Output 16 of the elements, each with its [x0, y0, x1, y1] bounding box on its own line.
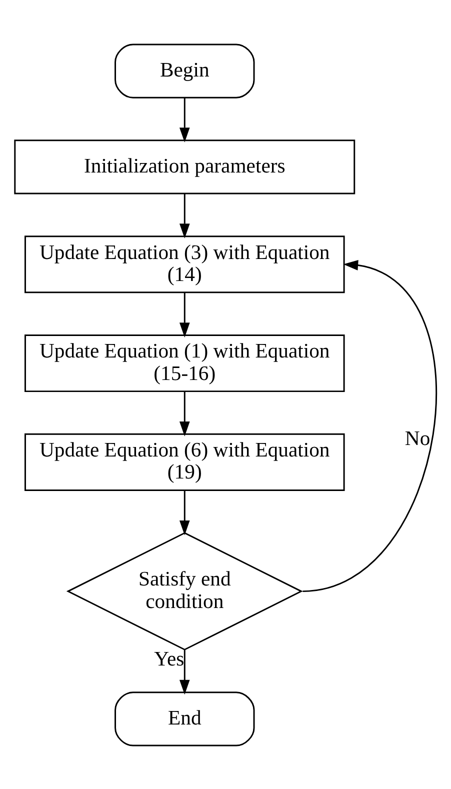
arrow	[178, 97, 190, 142]
arrow	[178, 650, 190, 694]
node-box: Update Equation (3) with Equation (14)	[24, 235, 344, 293]
node-box: Begin	[114, 43, 254, 98]
node-box: Initialization parameters	[14, 139, 355, 194]
node-box: End	[114, 691, 254, 746]
node-diamond: Satisfy end condition	[66, 532, 302, 650]
edge-label: Yes	[154, 648, 184, 670]
node-box: Update Equation (1) with Equation (15-16)	[24, 334, 344, 392]
arrow	[178, 193, 190, 238]
arrow	[178, 292, 190, 337]
edge-label: No	[404, 427, 430, 450]
node-box: Update Equation (6) with Equation (19)	[24, 432, 344, 490]
arrow	[302, 260, 437, 592]
arrow	[178, 490, 190, 535]
arrow	[178, 390, 190, 436]
